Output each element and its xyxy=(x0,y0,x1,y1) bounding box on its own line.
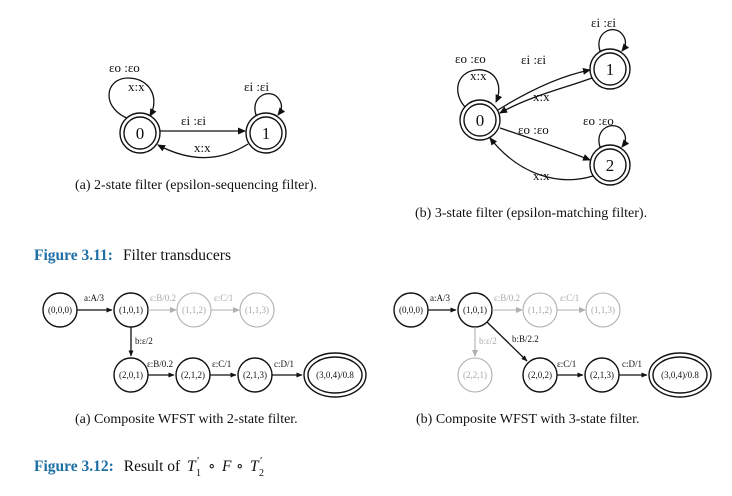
edge-1-0 xyxy=(157,143,249,159)
composite-3state-diagram: (0,0,0) (1,0,1) (1,1,2) (1,1,3) (2,2,1) … xyxy=(393,292,712,398)
c-b-edge-2-label: ε:C/1 xyxy=(560,293,579,303)
c-a-edge-6-label: c:D/1 xyxy=(274,359,294,369)
c-b-edge-4-label: b:B/2.2 xyxy=(512,334,539,344)
edge-2-0-b xyxy=(489,137,594,181)
edge-label-0-1: εi :εi xyxy=(181,113,206,128)
state-0-label-b: 0 xyxy=(476,111,485,130)
state-1-inner xyxy=(249,116,283,150)
state-2-inner-b xyxy=(593,148,627,182)
edge-self2-b xyxy=(598,125,630,148)
c-a-state-101-label: (1,0,1) xyxy=(119,305,143,315)
formula-t1-sub: 1 xyxy=(196,468,201,479)
c-a-state-113-label: (1,1,3) xyxy=(245,305,269,315)
c-b-state-final-inner xyxy=(652,356,708,394)
c-a-state-213-label: (2,1,3) xyxy=(243,370,267,380)
c-b-edge-4 xyxy=(486,321,528,362)
edge-self0-b xyxy=(457,69,503,109)
state-0-label: 0 xyxy=(136,124,145,143)
formula-t2: T xyxy=(250,458,260,475)
c-b-state-113 xyxy=(585,292,621,328)
filter-2state-diagram: εo :εo x:x 0 1 εi :εi x:x εi :εi xyxy=(108,60,287,159)
c-b-edge-1-label: ε:B/0.2 xyxy=(494,293,520,303)
edge-1-0-b xyxy=(499,77,593,114)
c-a-state-112-label: (1,1,2) xyxy=(182,305,206,315)
edge-label-2-0-b: x:x xyxy=(533,168,550,183)
figure-312-formula: T ′ 1 ∘ F ∘ T ′ 2 xyxy=(187,455,264,479)
c-b-edge-0-label: a:A/3 xyxy=(430,293,450,303)
c-a-state-final-label: (3,0,4)/0.8 xyxy=(316,370,354,380)
edge-label-0-2-b: εo :εo xyxy=(518,122,549,137)
edge-label-self0-eo: εo :εo xyxy=(109,60,140,75)
formula-t1-sup: ′ xyxy=(197,455,199,467)
c-b-edge-3-label: b:ε/2 xyxy=(479,336,497,346)
c-b-state-221-label: (2,2,1) xyxy=(463,370,487,380)
c-b-state-221 xyxy=(457,357,493,393)
edge-label-1-0: x:x xyxy=(194,140,211,155)
c-a-edge-1-label: ε:B/0.2 xyxy=(150,293,176,303)
edge-label-1-0-b: x:x xyxy=(533,89,550,104)
edge-self1-b xyxy=(598,29,630,52)
composite-2state-diagram: (0,0,0) (1,0,1) (1,1,2) (1,1,3) (2,0,1) … xyxy=(42,292,367,398)
formula-t2-sub: 2 xyxy=(259,468,264,479)
c-a-edge-0-label: a:A/3 xyxy=(84,293,104,303)
c-b-state-213-label: (2,1,3) xyxy=(590,370,614,380)
c-a-edge-5-label: ε:C/1 xyxy=(212,359,231,369)
edge-self0 xyxy=(108,77,157,121)
edge-0-1-b xyxy=(497,67,591,111)
edge-label-0-1-b: εi :εi xyxy=(521,52,546,67)
c-b-state-113-label: (1,1,3) xyxy=(591,305,615,315)
c-a-edge-2-label: ε:C/1 xyxy=(214,293,233,303)
edge-self1 xyxy=(254,93,286,116)
c-a-edge-3-label: b:ε/2 xyxy=(135,336,153,346)
caption-311a: (a) 2-state filter (epsilon-sequencing f… xyxy=(75,178,317,193)
edge-label-self0-xx: x:x xyxy=(128,79,145,94)
figure-311-title: Figure 3.11: Filter transducers xyxy=(34,247,231,264)
figure-311-text: Filter transducers xyxy=(123,247,231,264)
figure-312-text: Result of xyxy=(124,458,181,475)
formula-op2: ∘ xyxy=(236,458,244,475)
state-1-inner-b xyxy=(593,52,627,86)
c-b-edge-6-label: c:D/1 xyxy=(622,359,642,369)
edge-label-self1: εi :εi xyxy=(244,79,269,94)
state-2-label-b: 2 xyxy=(606,156,615,175)
edge-label-self1-b: εi :εi xyxy=(591,15,616,30)
c-a-edge-4-label: ε:B/0.2 xyxy=(147,359,173,369)
formula-op1: ∘ xyxy=(208,458,216,475)
c-b-state-000-label: (0,0,0) xyxy=(399,305,423,315)
caption-312b: (b) Composite WFST with 3-state filter. xyxy=(416,412,639,427)
state-1-label-b: 1 xyxy=(606,60,615,79)
formula-t1: T xyxy=(187,458,197,475)
c-a-state-201-label: (2,0,1) xyxy=(119,370,143,380)
edge-label-self0-xx-b: x:x xyxy=(470,68,487,83)
formula-t2-sup: ′ xyxy=(260,455,262,467)
figure-312-title: Figure 3.12: Result of xyxy=(34,458,181,475)
figure-311-label: Figure 3.11: xyxy=(34,247,113,264)
edge-label-self0-eo-b: εo :εo xyxy=(455,51,486,66)
formula-f: F xyxy=(221,458,232,475)
state-0-inner-b xyxy=(463,103,497,137)
c-a-state-113 xyxy=(239,292,275,328)
c-b-state-202-label: (2,0,2) xyxy=(528,370,552,380)
figure-312-label: Figure 3.12: xyxy=(34,458,114,475)
state-1-label: 1 xyxy=(262,124,271,143)
c-b-edge-5-label: ε:C/1 xyxy=(557,359,576,369)
edge-label-self2-b: εo :εo xyxy=(583,113,614,128)
c-b-state-101-label: (1,0,1) xyxy=(463,305,487,315)
caption-311b: (b) 3-state filter (epsilon-matching fil… xyxy=(415,206,647,221)
c-a-state-000-label: (0,0,0) xyxy=(48,305,72,315)
edge-0-2-b xyxy=(499,127,591,161)
state-0-inner xyxy=(123,116,157,150)
c-b-state-final-label: (3,0,4)/0.8 xyxy=(661,370,699,380)
c-a-state-final-inner xyxy=(307,356,363,394)
c-a-state-212-label: (2,1,2) xyxy=(181,370,205,380)
caption-312a: (a) Composite WFST with 2-state filter. xyxy=(75,412,298,427)
c-b-state-112-label: (1,1,2) xyxy=(528,305,552,315)
filter-3state-diagram: εo :εo x:x 0 1 2 εi :εi x:x εi :εi εo :ε… xyxy=(455,15,631,186)
